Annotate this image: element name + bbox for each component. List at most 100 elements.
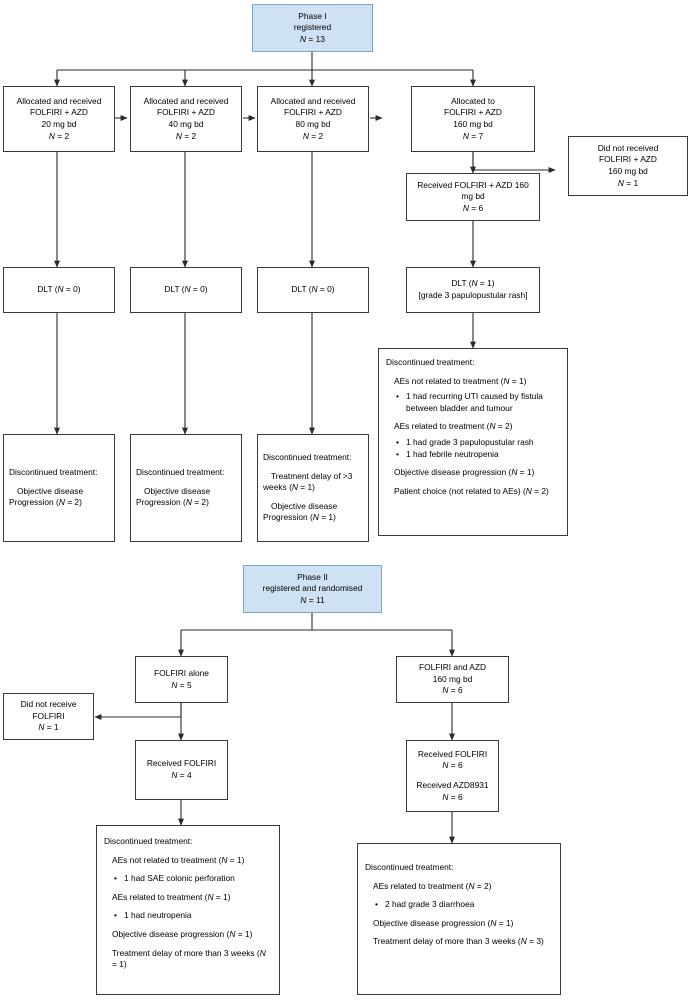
not-received-count: N = 1 bbox=[38, 722, 59, 733]
phase1-title: Phase I bbox=[298, 10, 327, 21]
received-label: Received FOLFIRI bbox=[146, 758, 217, 769]
discontinued-delay-line1: Treatment delay of >3 bbox=[271, 470, 353, 481]
discontinued-progression-line1: Objective disease bbox=[271, 500, 338, 511]
arm-label: FOLFIRI and AZD bbox=[418, 662, 487, 673]
received-160-box: Received FOLFIRI + AZD 160 mg bd N = 6 bbox=[406, 173, 540, 221]
discontinued-heading: Discontinued treatment: bbox=[263, 452, 352, 463]
dlt-label: DLT (N = 0) bbox=[291, 284, 335, 295]
allocation-line2: FOLFIRI + AZD bbox=[284, 107, 342, 118]
discontinued-box-160mg: Discontinued treatment: AEs not related … bbox=[378, 348, 568, 536]
did-not-receive-160-box: Did not received FOLFIRI + AZD 160 mg bd… bbox=[568, 136, 688, 196]
discontinued-box-40mg: Discontinued treatment: Objective diseas… bbox=[130, 434, 242, 542]
not-received-dose: 160 mg bd bbox=[608, 166, 648, 176]
allocation-count: N = 2 bbox=[302, 130, 324, 141]
dlt-box-160mg: DLT (N = 1) [grade 3 papulopustular rash… bbox=[406, 267, 540, 313]
ae-bullet: 2 had grade 3 diarrhoea bbox=[365, 899, 553, 911]
allocation-dose: 80 mg bd bbox=[295, 119, 331, 129]
phase1-count: N = 13 bbox=[300, 33, 325, 44]
allocation-box-80mg: Allocated and received FOLFIRI + AZD 80 … bbox=[257, 86, 369, 152]
received-azd-count: N = 6 bbox=[442, 791, 463, 802]
discontinued-reason-line2: Progression (N = 2) bbox=[9, 497, 82, 508]
ae-bullet: 1 had neutropenia bbox=[104, 910, 272, 922]
arm-count: N = 5 bbox=[171, 679, 192, 690]
ae-related-label: AEs related to treatment (N = 2) bbox=[394, 421, 513, 432]
allocation-box-160mg: Allocated to FOLFIRI + AZD 160 mg bd N =… bbox=[411, 86, 535, 152]
arm-label: FOLFIRI alone bbox=[154, 667, 209, 678]
phase2-arm-folfiri-alone: FOLFIRI alone N = 5 bbox=[135, 656, 228, 703]
phase2-discontinued-right-box: Discontinued treatment: AEs related to t… bbox=[357, 843, 561, 995]
dlt-box-20mg: DLT (N = 0) bbox=[3, 267, 115, 313]
discontinued-reason-line1: Objective disease bbox=[144, 485, 211, 496]
discontinued-progression-line2: Progression (N = 1) bbox=[263, 512, 336, 523]
delay-label: Treatment delay of more than 3 weeks (N … bbox=[112, 947, 266, 970]
not-received-line2: FOLFIRI bbox=[32, 710, 65, 721]
patient-choice-label: Patient choice (not related to AEs) (N =… bbox=[394, 485, 549, 496]
allocation-count: N = 2 bbox=[175, 130, 197, 141]
discontinued-heading: Discontinued treatment: bbox=[365, 862, 454, 872]
ae-bullet: 1 had recurring UTI caused by fistula be… bbox=[386, 391, 560, 414]
ae-related-label: AEs related to treatment (N = 1) bbox=[112, 891, 231, 902]
phase2-registered-box: Phase II registered and randomised N = 1… bbox=[243, 565, 382, 613]
discontinued-heading: Discontinued treatment: bbox=[136, 467, 225, 478]
ae-related-label: AEs related to treatment (N = 2) bbox=[373, 880, 492, 891]
arm-dose: 160 mg bd bbox=[432, 673, 473, 684]
phase1-registered-box: Phase I registered N = 13 bbox=[252, 4, 373, 52]
allocation-line1: Allocated to bbox=[451, 95, 495, 106]
discontinued-reason-line2: Progression (N = 2) bbox=[136, 497, 209, 508]
allocation-dose: 20 mg bd bbox=[41, 119, 77, 129]
phase2-subtitle: registered and randomised bbox=[262, 583, 363, 594]
received-line1: Received FOLFIRI + AZD 160 bbox=[417, 179, 529, 190]
allocation-dose: 160 mg bd bbox=[453, 119, 493, 129]
received-azd-label: Received AZD8931 bbox=[416, 780, 489, 790]
allocation-line1: Allocated and received bbox=[143, 95, 229, 106]
ae-bullet: 1 had SAE colonic perforation bbox=[104, 873, 272, 885]
phase2-did-not-receive-box: Did not receive FOLFIRI N = 1 bbox=[3, 693, 94, 740]
phase1-subtitle: registered bbox=[293, 22, 332, 33]
phase2-arm-folfiri-azd: FOLFIRI and AZD 160 mg bd N = 6 bbox=[396, 656, 509, 703]
discontinued-reason-line1: Objective disease bbox=[17, 485, 84, 496]
discontinued-heading: Discontinued treatment: bbox=[386, 357, 475, 367]
ae-not-related-label: AEs not related to treatment (N = 1) bbox=[112, 854, 245, 865]
discontinued-box-80mg: Discontinued treatment: Treatment delay … bbox=[257, 434, 369, 542]
received-count: N = 4 bbox=[171, 770, 192, 780]
ae-bullet: 1 had grade 3 papulopustular rash bbox=[386, 437, 560, 449]
dlt-label: DLT (N = 1) bbox=[451, 278, 495, 289]
discontinued-heading: Discontinued treatment: bbox=[104, 836, 193, 846]
allocation-line2: FOLFIRI + AZD bbox=[30, 107, 88, 118]
progression-label: Objective disease progression (N = 1) bbox=[112, 928, 253, 939]
not-received-count: N = 1 bbox=[617, 177, 639, 188]
allocation-box-40mg: Allocated and received FOLFIRI + AZD 40 … bbox=[130, 86, 242, 152]
progression-label: Objective disease progression (N = 1) bbox=[394, 467, 535, 478]
allocation-line1: Allocated and received bbox=[270, 95, 356, 106]
allocation-count: N = 2 bbox=[48, 130, 70, 141]
allocation-count: N = 7 bbox=[462, 130, 484, 141]
delay-label: Treatment delay of more than 3 weeks (N … bbox=[373, 936, 544, 947]
dlt-box-40mg: DLT (N = 0) bbox=[130, 267, 242, 313]
not-received-line1: Did not received bbox=[597, 142, 659, 153]
discontinued-heading: Discontinued treatment: bbox=[9, 467, 98, 478]
progression-label: Objective disease progression (N = 1) bbox=[373, 917, 514, 928]
allocation-line2: FOLFIRI + AZD bbox=[157, 107, 215, 118]
phase2-discontinued-left-box: Discontinued treatment: AEs not related … bbox=[96, 825, 280, 995]
received-line2: mg bd bbox=[461, 191, 485, 202]
ae-not-related-label: AEs not related to treatment (N = 1) bbox=[394, 375, 527, 386]
discontinued-box-20mg: Discontinued treatment: Objective diseas… bbox=[3, 434, 115, 542]
dlt-detail: [grade 3 papulopustular rash] bbox=[418, 290, 528, 300]
allocation-line2: FOLFIRI + AZD bbox=[444, 107, 502, 118]
dlt-label: DLT (N = 0) bbox=[37, 284, 81, 295]
arm-count: N = 6 bbox=[442, 685, 463, 696]
allocation-dose: 40 mg bd bbox=[168, 119, 204, 129]
ae-bullet: 1 had febrile neutropenia bbox=[386, 449, 560, 461]
phase2-received-folfiri-box: Received FOLFIRI N = 4 bbox=[135, 740, 228, 800]
allocation-line1: Allocated and received bbox=[16, 95, 102, 106]
received-count: N = 6 bbox=[462, 202, 484, 213]
dlt-label: DLT (N = 0) bbox=[164, 284, 208, 295]
discontinued-delay-line2: weeks (N = 1) bbox=[263, 482, 315, 493]
phase2-count: N = 11 bbox=[300, 594, 325, 605]
dlt-box-80mg: DLT (N = 0) bbox=[257, 267, 369, 313]
not-received-line1: Did not receive bbox=[20, 699, 77, 710]
received-folfiri-count: N = 6 bbox=[442, 760, 463, 771]
phase2-title: Phase II bbox=[297, 571, 328, 582]
